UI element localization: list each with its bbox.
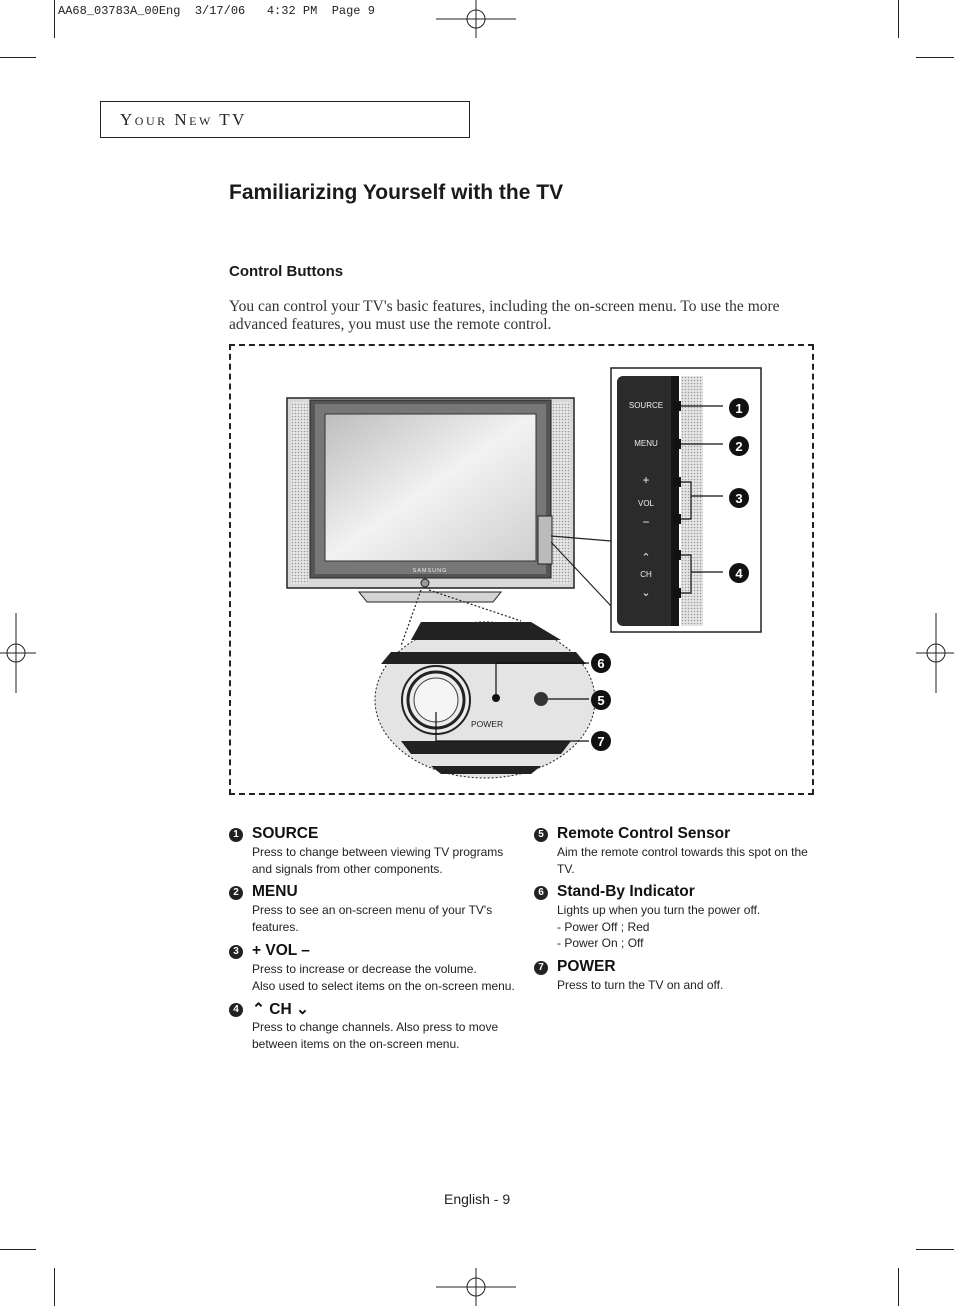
desc-body: Press to increase or decrease the volume…	[252, 962, 515, 993]
desc-title: Remote Control Sensor	[557, 825, 731, 842]
callout-1: 1	[729, 398, 749, 418]
vol-down-button[interactable]	[673, 514, 681, 524]
page-title: Familiarizing Yourself with the TV	[229, 181, 564, 204]
standby-indicator	[492, 694, 500, 702]
svg-text:7: 7	[597, 734, 604, 749]
control-buttons-figure: SAMSUNG SOURCE MENU + VOL − ⌃ CH ⌄	[229, 344, 814, 795]
section-label-text: Your New TV	[120, 110, 247, 129]
panel-label-source: SOURCE	[629, 401, 663, 410]
power-label: POWER	[471, 719, 503, 729]
desc-body: Press to change between viewing TV progr…	[252, 845, 504, 876]
desc-number: 5	[534, 828, 548, 842]
tv-body: SAMSUNG	[286, 397, 575, 603]
callout-3: 3	[729, 488, 749, 508]
desc-title: Stand-By Indicator	[557, 883, 695, 900]
svg-text:6: 6	[597, 656, 604, 671]
desc-body: Lights up when you turn the power off. -…	[557, 903, 761, 950]
tv-brand-logo: SAMSUNG	[413, 568, 448, 574]
panel-label-vol: VOL	[638, 499, 655, 508]
desc-number: 1	[229, 828, 243, 842]
callout-6: 6	[591, 653, 611, 673]
desc-body: Press to change channels. Also press to …	[252, 1020, 499, 1051]
page-footer: English - 9	[444, 1191, 511, 1207]
desc-number: 7	[534, 961, 548, 975]
svg-text:5: 5	[597, 693, 604, 708]
desc-number: 2	[229, 886, 243, 900]
panel-label-ch-down: ⌄	[641, 587, 650, 599]
slug-time: 4:32 PM	[266, 4, 318, 18]
desc-title: POWER	[557, 958, 616, 975]
desc-body: Aim the remote control towards this spot…	[557, 845, 808, 876]
ch-up-button[interactable]	[673, 550, 681, 560]
svg-text:2: 2	[735, 439, 742, 454]
panel-label-vol-plus: +	[642, 473, 649, 487]
section-box	[100, 101, 470, 138]
callout-2: 2	[729, 436, 749, 456]
desc-number: 4	[229, 1003, 243, 1017]
callout-5: 5	[591, 690, 611, 710]
panel-label-vol-minus: −	[642, 515, 649, 529]
vol-up-button[interactable]	[673, 477, 681, 487]
desc-body: Press to turn the TV on and off.	[557, 978, 724, 992]
power-zoom: POWER	[374, 621, 596, 779]
panel-label-ch-up: ⌃	[641, 552, 650, 564]
svg-text:1: 1	[735, 401, 742, 416]
desc-number: 3	[229, 945, 243, 959]
desc-body: Press to see an on-screen menu of your T…	[252, 903, 493, 934]
panel-label-menu: MENU	[634, 439, 658, 448]
tv-illustration: SAMSUNG SOURCE MENU + VOL − ⌃ CH ⌄	[286, 367, 762, 779]
slug-date: 3/17/06	[194, 4, 246, 18]
section-label: Your New TV	[120, 110, 247, 130]
menu-button[interactable]	[673, 439, 681, 449]
remote-sensor	[534, 692, 548, 706]
ch-down-button[interactable]	[673, 588, 681, 598]
svg-text:3: 3	[735, 491, 742, 506]
print-slug: AA68_03783A_00Eng 3/17/06 4:32 PM Page 9	[58, 4, 375, 18]
source-button[interactable]	[673, 401, 681, 411]
intro-paragraph: You can control your TV's basic features…	[229, 298, 780, 333]
desc-title: SOURCE	[252, 825, 319, 842]
callout-4: 4	[729, 563, 749, 583]
desc-title: ⌃ CH ⌄	[252, 1001, 309, 1018]
panel-label-ch: CH	[640, 570, 652, 579]
desc-title: + VOL –	[252, 942, 310, 959]
desc-title: MENU	[252, 883, 298, 900]
callout-7: 7	[591, 731, 611, 751]
subsection-title: Control Buttons	[229, 263, 344, 280]
svg-text:4: 4	[735, 566, 743, 581]
slug-file: AA68_03783A_00Eng	[58, 4, 181, 18]
slug-page: Page 9	[331, 4, 375, 18]
desc-number: 6	[534, 886, 548, 900]
